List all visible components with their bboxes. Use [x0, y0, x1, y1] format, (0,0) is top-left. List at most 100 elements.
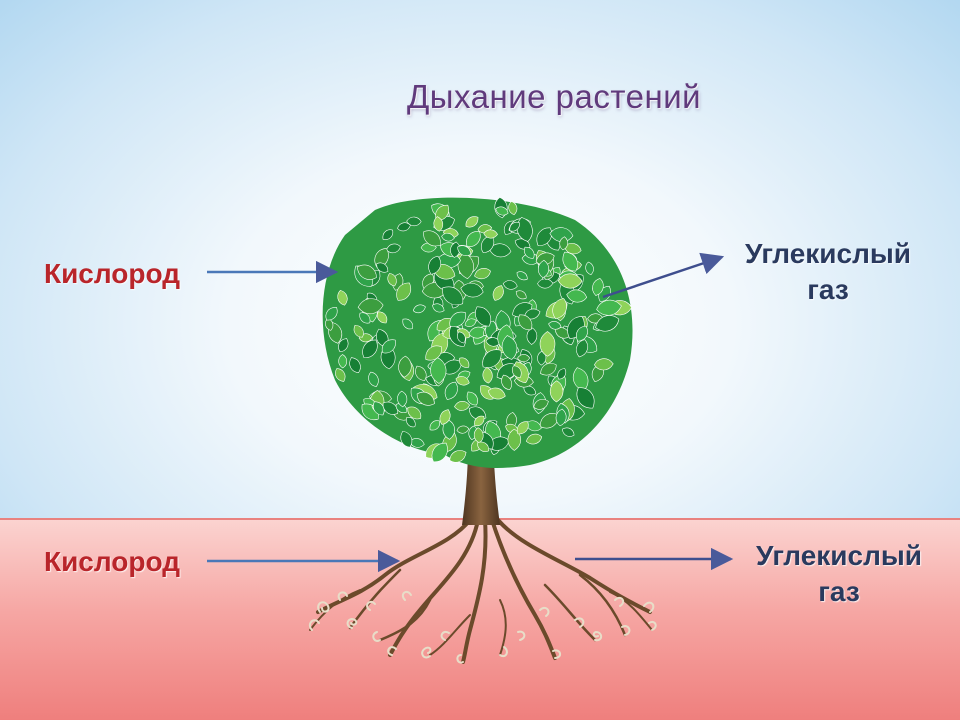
- leaf: [357, 264, 377, 280]
- leaf: [457, 331, 466, 344]
- leaf: [338, 354, 348, 369]
- leaf: [595, 315, 620, 332]
- leaf: [362, 339, 378, 359]
- leaf: [526, 327, 538, 345]
- leaf: [357, 298, 384, 314]
- leaf: [386, 243, 401, 254]
- leaf: [555, 408, 567, 427]
- leaf: [412, 304, 426, 314]
- leaf: [502, 280, 518, 290]
- leaf: [465, 216, 479, 228]
- leaf: [576, 387, 595, 409]
- leaf: [381, 339, 396, 354]
- leaf: [400, 430, 413, 448]
- leaf: [466, 231, 481, 247]
- leaf: [415, 365, 427, 381]
- leaf: [566, 289, 588, 303]
- leaf: [466, 391, 478, 406]
- leaf: [563, 242, 582, 255]
- label-co2-roots: Углекислый газ: [733, 538, 945, 610]
- leaf: [492, 285, 504, 301]
- roots: [309, 518, 653, 664]
- leaf: [397, 390, 408, 408]
- leaf: [549, 227, 574, 242]
- leaf: [576, 325, 588, 342]
- leaf: [377, 311, 388, 324]
- leaf: [517, 354, 531, 363]
- leaf: [359, 312, 371, 324]
- leaf: [483, 229, 498, 239]
- leaf: [515, 290, 527, 300]
- leaf: [406, 216, 422, 227]
- leaf: [481, 235, 495, 254]
- leaf: [459, 357, 470, 368]
- leaf: [549, 380, 564, 403]
- leaf: [402, 318, 414, 330]
- leaf: [495, 206, 509, 216]
- leaf: [525, 433, 543, 445]
- leaf: [488, 243, 512, 258]
- leaf: [507, 428, 521, 451]
- leaf: [539, 331, 556, 357]
- leaf: [416, 391, 435, 406]
- canopy: [322, 197, 633, 468]
- leaf: [533, 399, 549, 410]
- root-curls: [308, 590, 657, 664]
- leaf: [425, 345, 442, 361]
- leaf: [368, 371, 379, 388]
- leaf: [464, 318, 477, 327]
- leaf: [501, 335, 518, 360]
- leaf: [562, 427, 575, 437]
- leaf: [449, 450, 467, 463]
- leaf: [557, 368, 567, 380]
- leaf: [406, 417, 416, 428]
- leaf: [552, 298, 567, 320]
- leaf: [535, 252, 555, 266]
- leaf: [516, 421, 529, 435]
- label-oxygen-leaves: Кислород: [44, 258, 181, 289]
- leaf: [353, 324, 364, 338]
- leaf: [525, 420, 542, 432]
- leaf: [594, 358, 614, 371]
- leaf: [457, 245, 472, 256]
- leaf: [482, 367, 493, 384]
- leaf: [429, 420, 441, 431]
- leaf: [516, 271, 528, 281]
- leaf: [442, 286, 464, 306]
- leaf: [474, 415, 485, 427]
- leaf: [585, 261, 594, 276]
- leaves: [325, 197, 632, 463]
- leaf: [373, 401, 385, 416]
- label-co2-leaves-line1: Углекислый: [744, 238, 912, 269]
- leaf: [557, 273, 583, 289]
- leaf: [337, 290, 348, 306]
- leaf: [518, 314, 533, 331]
- leaf: [482, 349, 502, 368]
- leaf: [559, 236, 568, 251]
- leaf: [562, 251, 578, 272]
- leaf: [325, 307, 338, 321]
- leaf: [511, 365, 522, 378]
- leaf: [397, 222, 411, 232]
- leaf: [576, 339, 588, 358]
- label-co2-roots-line2: газ: [818, 576, 860, 607]
- leaf: [475, 306, 491, 327]
- leaf: [382, 229, 394, 240]
- leaf: [407, 406, 422, 420]
- label-co2-leaves-line2: газ: [807, 274, 849, 305]
- leaf: [376, 262, 389, 273]
- leaf: [509, 221, 520, 232]
- leaf: [514, 238, 531, 250]
- leaf: [477, 441, 490, 452]
- leaf: [428, 255, 441, 275]
- leaf: [423, 230, 441, 247]
- leaf: [596, 299, 622, 316]
- leaf: [524, 246, 535, 259]
- label-co2-roots-line1: Углекислый: [755, 540, 923, 571]
- leaf: [431, 442, 448, 463]
- leaf: [548, 321, 562, 330]
- leaf: [456, 425, 470, 434]
- leaf: [455, 376, 470, 386]
